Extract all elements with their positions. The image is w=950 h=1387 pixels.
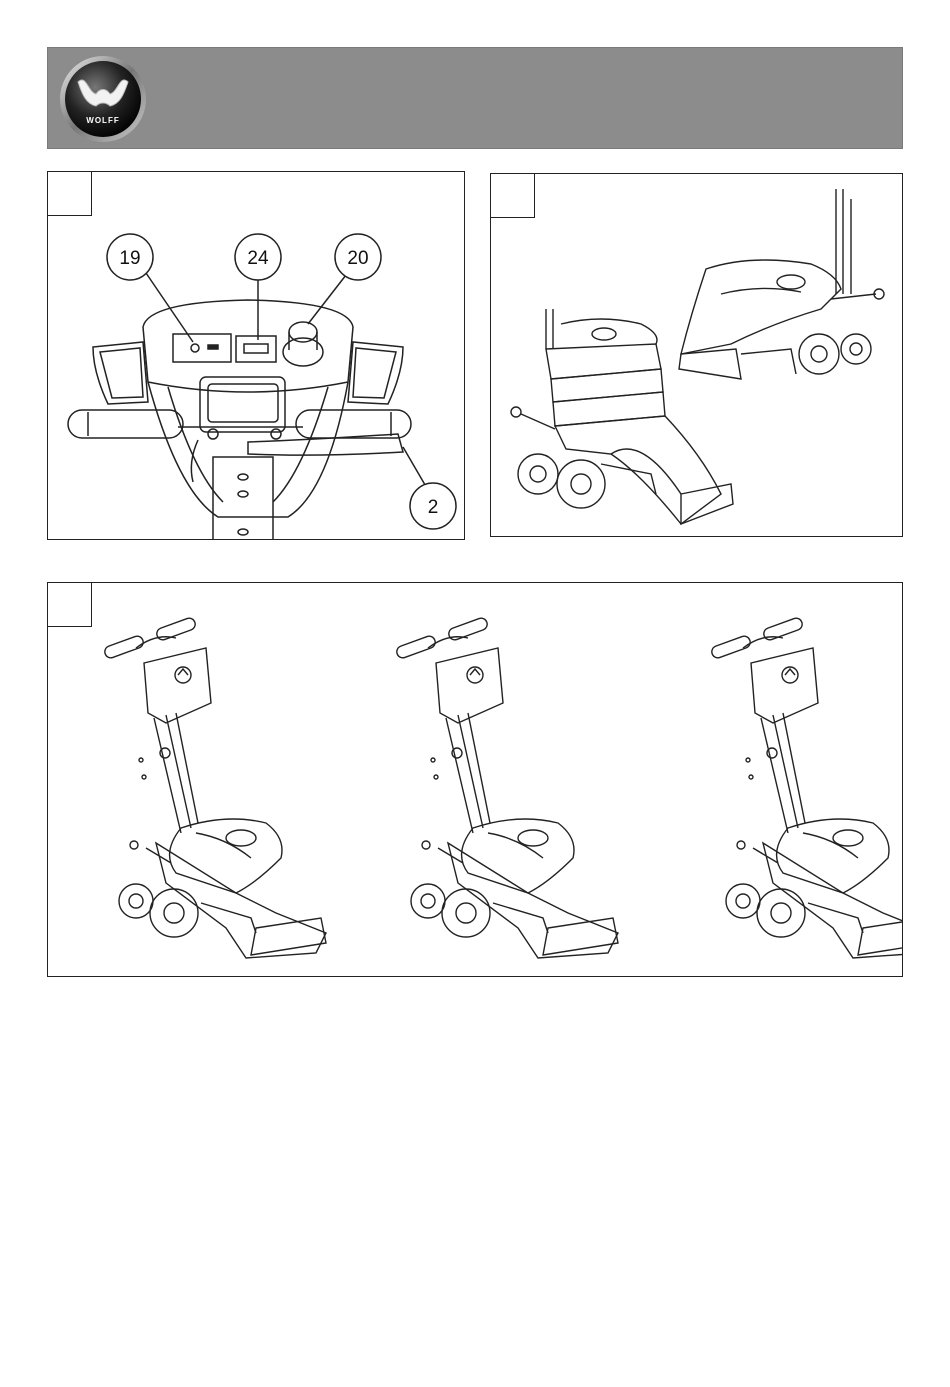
logo-text: WOLFF	[58, 116, 148, 125]
machine-view-1	[103, 617, 326, 958]
machine-view-2	[395, 617, 618, 958]
figure-panel-machine-views	[47, 582, 903, 977]
wolff-logo-icon: WOLFF	[58, 54, 148, 144]
header-bar: WOLFF	[47, 47, 903, 149]
control-panel-illustration: 19 24 20 2	[48, 172, 465, 540]
callout-24: 24	[247, 248, 269, 269]
machine-illustration	[48, 583, 903, 977]
figure-panel-control-panel: 19 24 20 2	[47, 171, 465, 540]
callout-19: 19	[119, 248, 140, 269]
figure-panel-stacked-machines	[490, 173, 903, 537]
callout-2: 2	[428, 497, 439, 518]
callout-20: 20	[347, 248, 368, 269]
stacked-machines-illustration	[491, 174, 903, 537]
machine-view-3	[710, 617, 903, 958]
